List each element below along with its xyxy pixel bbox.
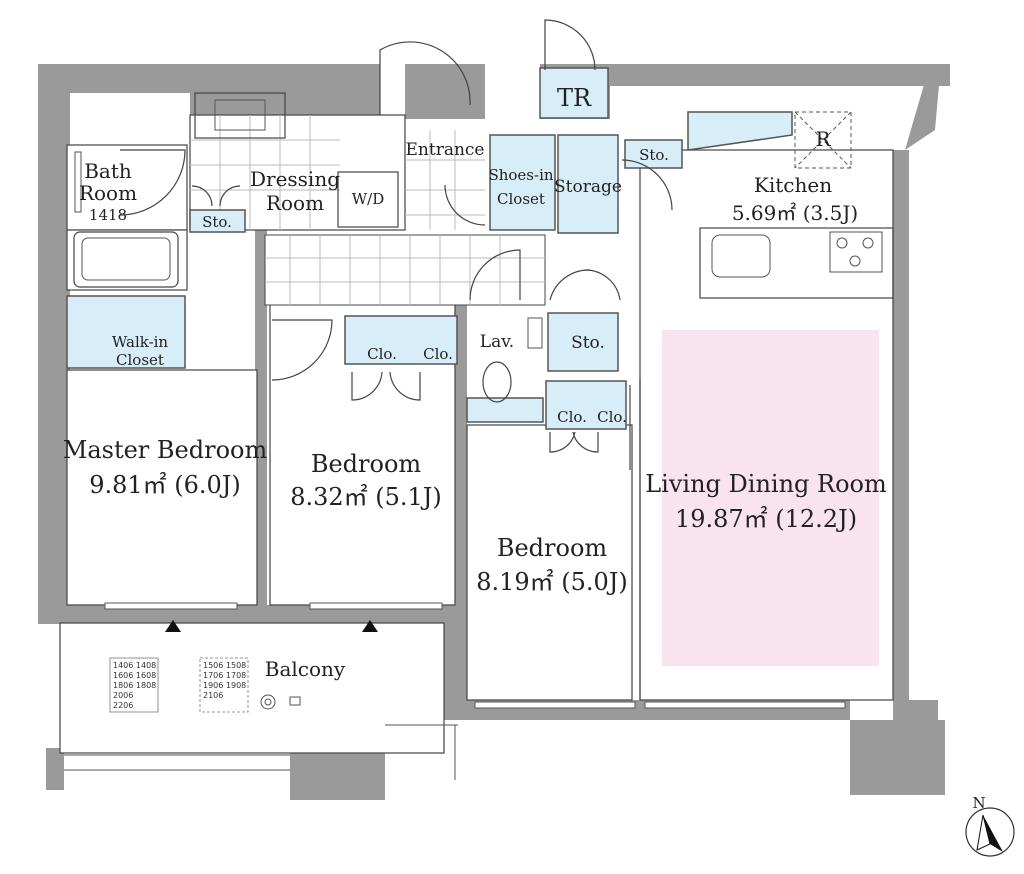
entrance-label: Entrance [406,140,485,160]
balcony-label: Balcony [265,657,346,681]
unit-code-left-3: 1806 1808 [113,681,156,690]
unit-code-right-4: 2106 [203,691,223,700]
walkin-label-2: Closet [116,351,164,369]
living-name: Living Dining Room [645,470,887,498]
bath-label-1: Bath [84,159,132,183]
fixtures [73,92,894,710]
storage-label: Storage [554,177,622,197]
unit-code-left-5: 2206 [113,701,133,710]
doors [119,19,673,700]
unit-code-box-left: 1406 1408 1606 1608 1806 1808 2006 2206 [109,657,159,713]
shoes-label-1: Shoes-in [488,166,553,184]
sto-kitchen-label: Sto. [639,146,669,164]
compass-label: N [972,794,985,812]
bath-label-2: Room [79,181,137,205]
lav-label: Lav. [480,332,514,352]
closets [66,67,793,430]
unit-code-right-1: 1506 1508 [203,661,246,670]
clo1-label: Clo. [367,345,397,363]
r-label: R [815,127,831,151]
bedroom3-area: 8.19㎡ (5.0J) [476,568,628,596]
sto-bath-label: Sto. [202,213,232,231]
living-highlight [662,330,879,666]
unit-code-box-right: 1506 1508 1706 1708 1906 1908 2106 [199,657,249,713]
clo3-label: Clo. [557,408,587,426]
tr-label: TR [557,84,592,112]
tiled-floor [190,115,546,306]
master-bedroom-name: Master Bedroom [63,436,268,464]
bedroom2-name: Bedroom [311,450,422,478]
sto-lav-label: Sto. [571,333,605,353]
north-compass-icon: N [965,794,1015,857]
clo2-label: Clo. [423,345,453,363]
unit-code-left-4: 2006 [113,691,133,700]
unit-code-left-2: 1606 1608 [113,671,156,680]
clo4-label: Clo. [597,408,627,426]
windows [64,602,846,780]
kitchen-area: 5.69㎡ (3.5J) [732,201,858,225]
kitchen-name: Kitchen [754,173,832,197]
unit-code-right-3: 1906 1908 [203,681,246,690]
shoes-label-2: Closet [497,190,545,208]
bath-code: 1418 [89,206,127,224]
room-labels: Bath Room 1418 Dressing Room W/D Sto. En… [63,84,887,681]
wd-label: W/D [352,190,385,208]
walkin-label-1: Walk-in [112,333,169,351]
unit-code-right-2: 1706 1708 [203,671,246,680]
living-area: 19.87㎡ (12.2J) [675,505,857,533]
dressing-label-2: Room [266,191,324,215]
bedroom3-name: Bedroom [497,534,608,562]
dressing-label-1: Dressing [250,167,340,191]
master-bedroom-area: 9.81㎡ (6.0J) [89,471,241,499]
bedroom2-area: 8.32㎡ (5.1J) [290,483,442,511]
unit-code-left-1: 1406 1408 [113,661,156,670]
